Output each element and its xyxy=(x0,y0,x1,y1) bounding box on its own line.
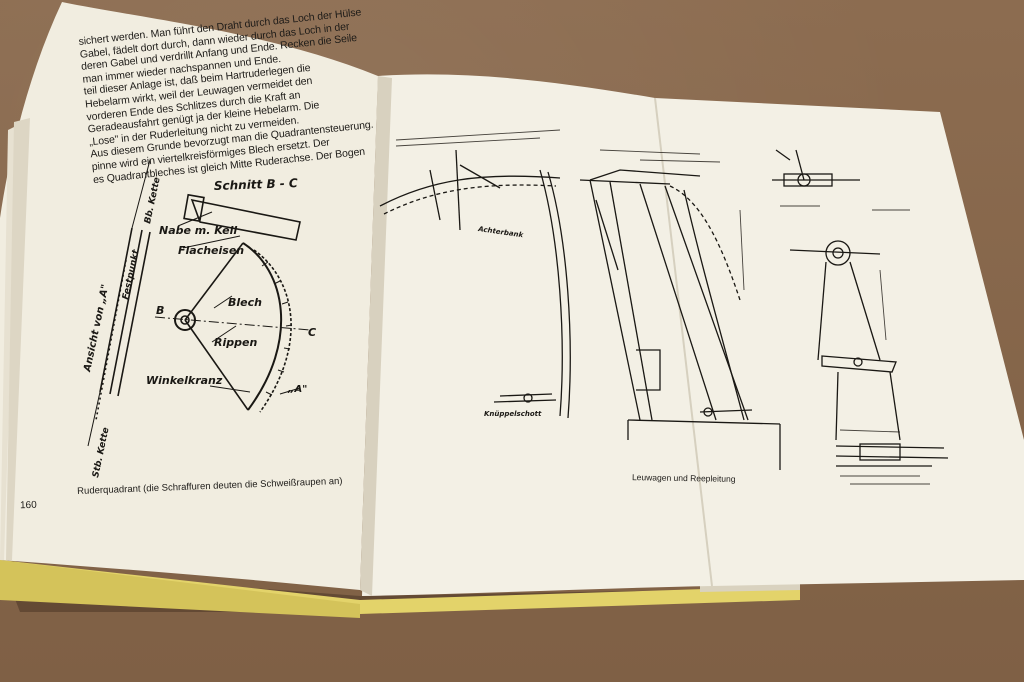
left-page xyxy=(0,2,378,590)
label-section: Schnitt B - C xyxy=(214,176,299,193)
label-hub: Nabe m. Keil xyxy=(159,224,237,237)
label-ribs: Rippen xyxy=(214,336,257,349)
right-page xyxy=(362,74,1024,596)
left-page-paragraph: sichert werden. Man führt den Draht durc… xyxy=(78,6,374,187)
label-point-c: C xyxy=(308,326,316,339)
label-angle-ring: Winkelkranz xyxy=(146,374,223,387)
right-page-caption: Leuwagen und Reepleitung xyxy=(631,472,736,484)
label-rail: Knüppelschott xyxy=(484,410,542,418)
page-number: 160 xyxy=(19,499,37,512)
label-sheet: Blech xyxy=(228,296,262,309)
label-point-b: B xyxy=(156,304,164,317)
label-point-a: „A" xyxy=(287,384,307,395)
label-flat-iron: Flacheisen xyxy=(178,244,244,257)
